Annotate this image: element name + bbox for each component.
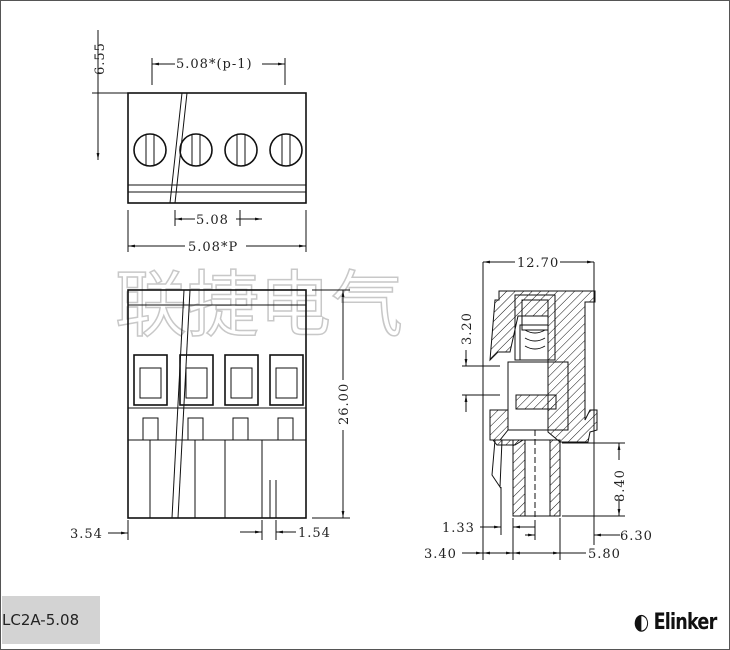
svg-text:1.33: 1.33 — [442, 521, 475, 536]
screw-circles — [133, 133, 303, 167]
top-view: 6.55 5.08*(p-1) 5.08 5.08*P — [92, 30, 307, 255]
side-view: 12.70 3.20 8.40 1.33 6.30 3.40 5.80 — [424, 256, 653, 562]
svg-text:1.54: 1.54 — [298, 526, 331, 541]
svg-text:3.20: 3.20 — [460, 312, 475, 345]
svg-text:3.54: 3.54 — [70, 527, 103, 542]
svg-text:3.40: 3.40 — [424, 547, 457, 562]
svg-text:5.08*(p-1): 5.08*(p-1) — [176, 57, 253, 72]
svg-text:5.08*P: 5.08*P — [188, 240, 238, 255]
brand-logo: ◐ Elinker — [633, 610, 717, 635]
svg-text:5.08: 5.08 — [196, 213, 229, 228]
svg-text:8.40: 8.40 — [613, 469, 628, 502]
svg-text:12.70: 12.70 — [517, 256, 559, 271]
svg-text:6.30: 6.30 — [620, 529, 653, 544]
logo-icon: ◐ — [633, 610, 654, 635]
logo-text: Elinker — [653, 610, 717, 635]
svg-text:26.00: 26.00 — [337, 383, 352, 425]
svg-text:5.80: 5.80 — [588, 547, 621, 562]
svg-text:6.55: 6.55 — [93, 42, 108, 75]
front-view: 26.00 3.54 1.54 — [70, 289, 352, 542]
model-label: LC2A-5.08 — [2, 596, 100, 644]
wire-entries — [133, 354, 304, 406]
